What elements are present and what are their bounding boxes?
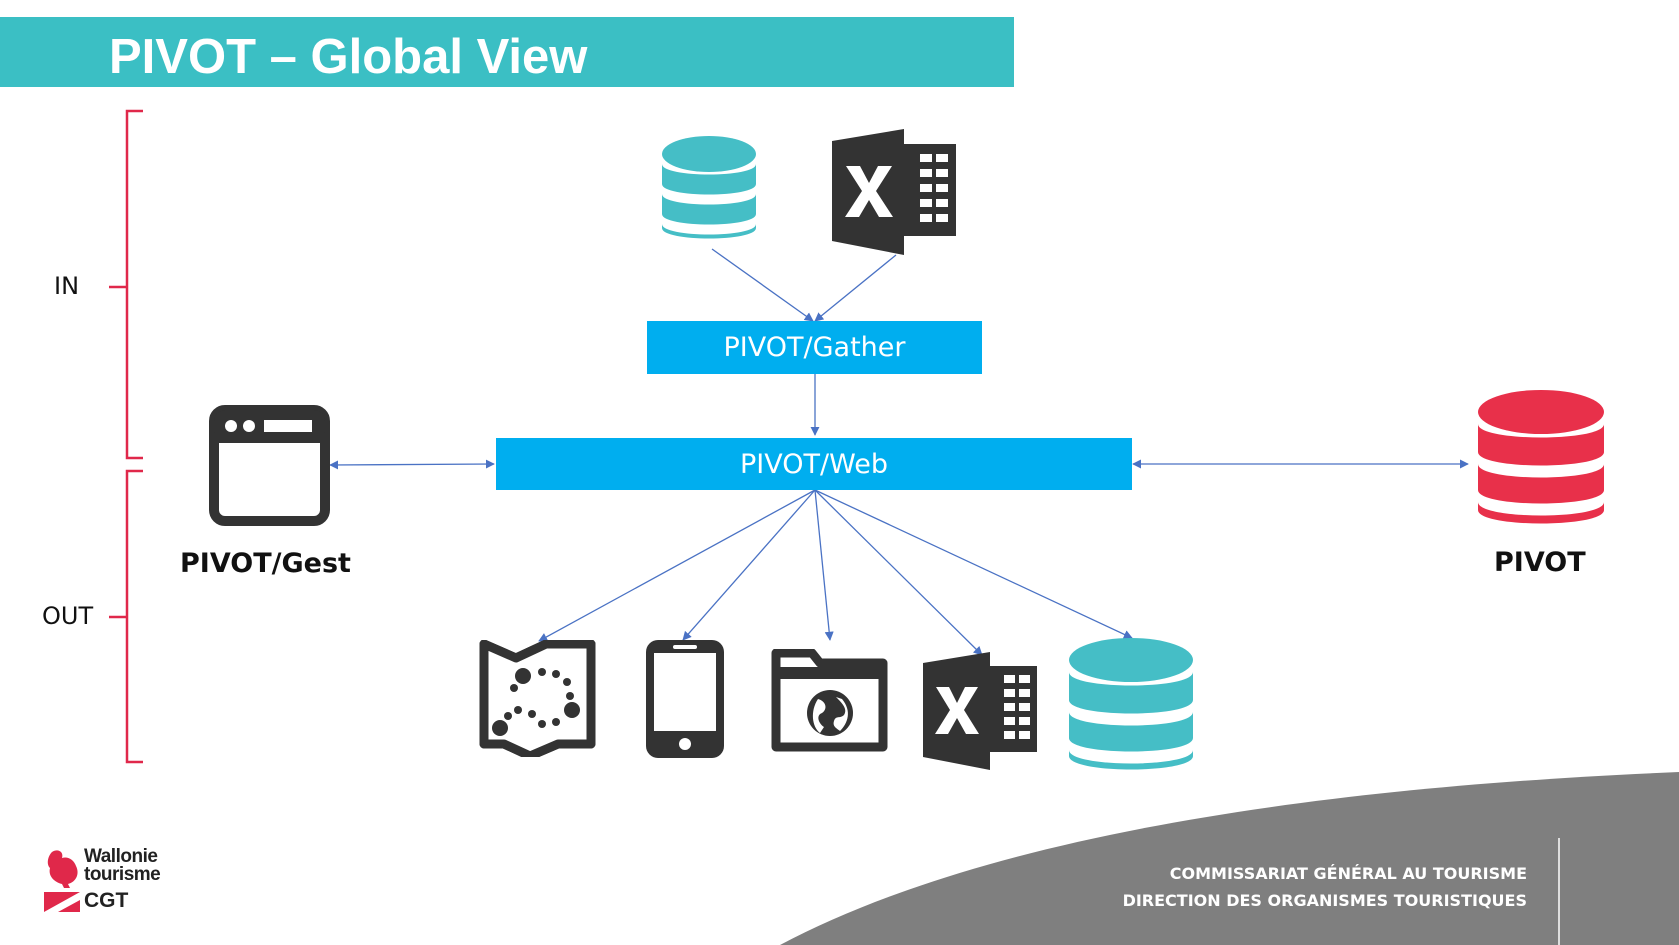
excel-icon [832, 129, 956, 255]
database-icon [662, 136, 756, 239]
arrow-web-to-phone [682, 489, 816, 641]
arrow-db-to-gather [711, 248, 814, 322]
footer-line-1: COMMISSARIAT GÉNÉRAL AU TOURISME [1169, 864, 1527, 883]
browser-window-icon [209, 405, 330, 526]
pivot-web-box: PIVOT/Web [496, 438, 1132, 490]
pivot-gather-box: PIVOT/Gather [647, 321, 982, 374]
logo-cgt: CGT [84, 889, 129, 912]
web-folder-icon [771, 649, 888, 752]
footer-organization: COMMISSARIAT GÉNÉRAL AU TOURISME DIRECTI… [1123, 860, 1527, 914]
pivot-label: PIVOT [1494, 547, 1586, 578]
arrow-web-to-map [538, 489, 816, 642]
logo-text: Wallonie tourisme [84, 846, 161, 885]
database-icon [1069, 638, 1193, 770]
arrow-gest-web [329, 459, 495, 470]
logo-line-2: tourisme [84, 864, 161, 885]
arrow-web-to-folder [814, 489, 834, 641]
out-label: OUT [42, 602, 94, 630]
map-icon [479, 640, 596, 757]
arrow-web-to-db [814, 489, 1133, 639]
database-icon [1478, 390, 1604, 524]
footer-line-2: DIRECTION DES ORGANISMES TOURISTIQUES [1122, 891, 1527, 910]
in-bracket [109, 109, 143, 460]
page-title: PIVOT – Global View [109, 30, 588, 84]
logo-line-1: Wallonie [84, 846, 158, 867]
rooster-logo-icon [44, 850, 80, 912]
arrow-excel-to-gather [814, 254, 897, 322]
mobile-phone-icon [646, 640, 724, 758]
out-bracket [109, 469, 143, 764]
excel-icon [923, 652, 1037, 770]
title-bar [0, 17, 1014, 87]
arrow-web-to-excel [814, 489, 983, 656]
pivot-gest-label: PIVOT/Gest [180, 548, 351, 579]
in-label: IN [54, 272, 80, 300]
